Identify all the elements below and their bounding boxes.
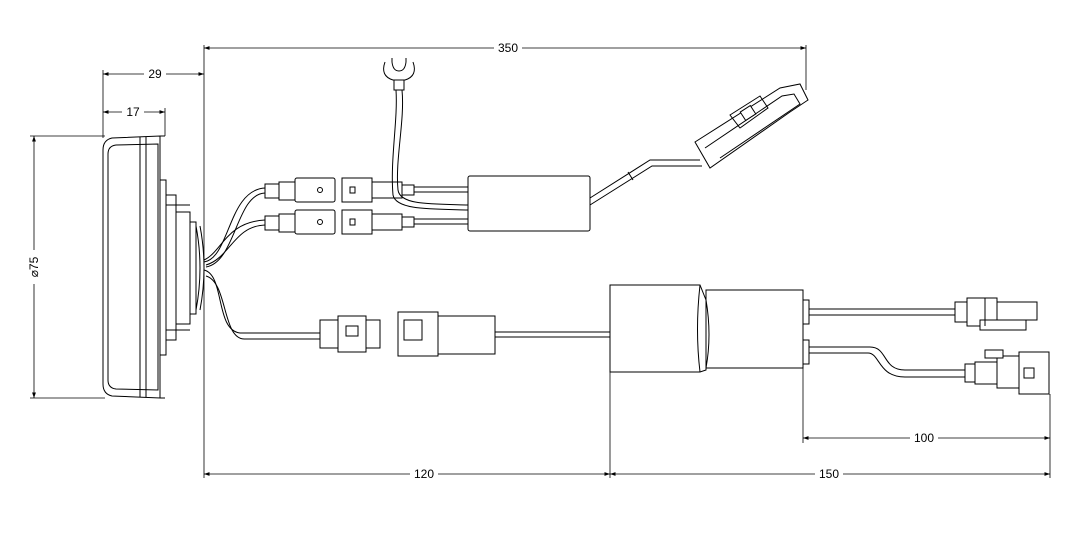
spade-connector-bottom: [264, 209, 415, 235]
power-module: [609, 284, 810, 373]
dim-label-120: 120: [414, 467, 434, 481]
box-wires: [391, 89, 469, 225]
right-connector-bottom: [964, 349, 1050, 395]
dim-label-29: 29: [148, 67, 162, 81]
dim-label-diameter: ⌀75: [27, 256, 41, 277]
dim-label-17: 17: [126, 105, 140, 119]
clip-cable: [589, 159, 702, 206]
dimensions: [30, 45, 1051, 478]
ring-terminal: [383, 58, 415, 91]
right-cables: [809, 308, 965, 378]
dim-label-100: 100: [914, 431, 934, 445]
dim-label-350: 350: [498, 41, 518, 55]
dim-label-150: 150: [819, 467, 839, 481]
clip-connector: [694, 83, 809, 169]
spade-connector-top: [264, 177, 415, 203]
lower-wire: [203, 269, 320, 340]
horn-body: [102, 135, 205, 399]
upper-wires: [203, 187, 266, 268]
right-connector-top: [954, 297, 1038, 331]
lower-connector: [319, 311, 496, 357]
control-box: [467, 175, 591, 232]
